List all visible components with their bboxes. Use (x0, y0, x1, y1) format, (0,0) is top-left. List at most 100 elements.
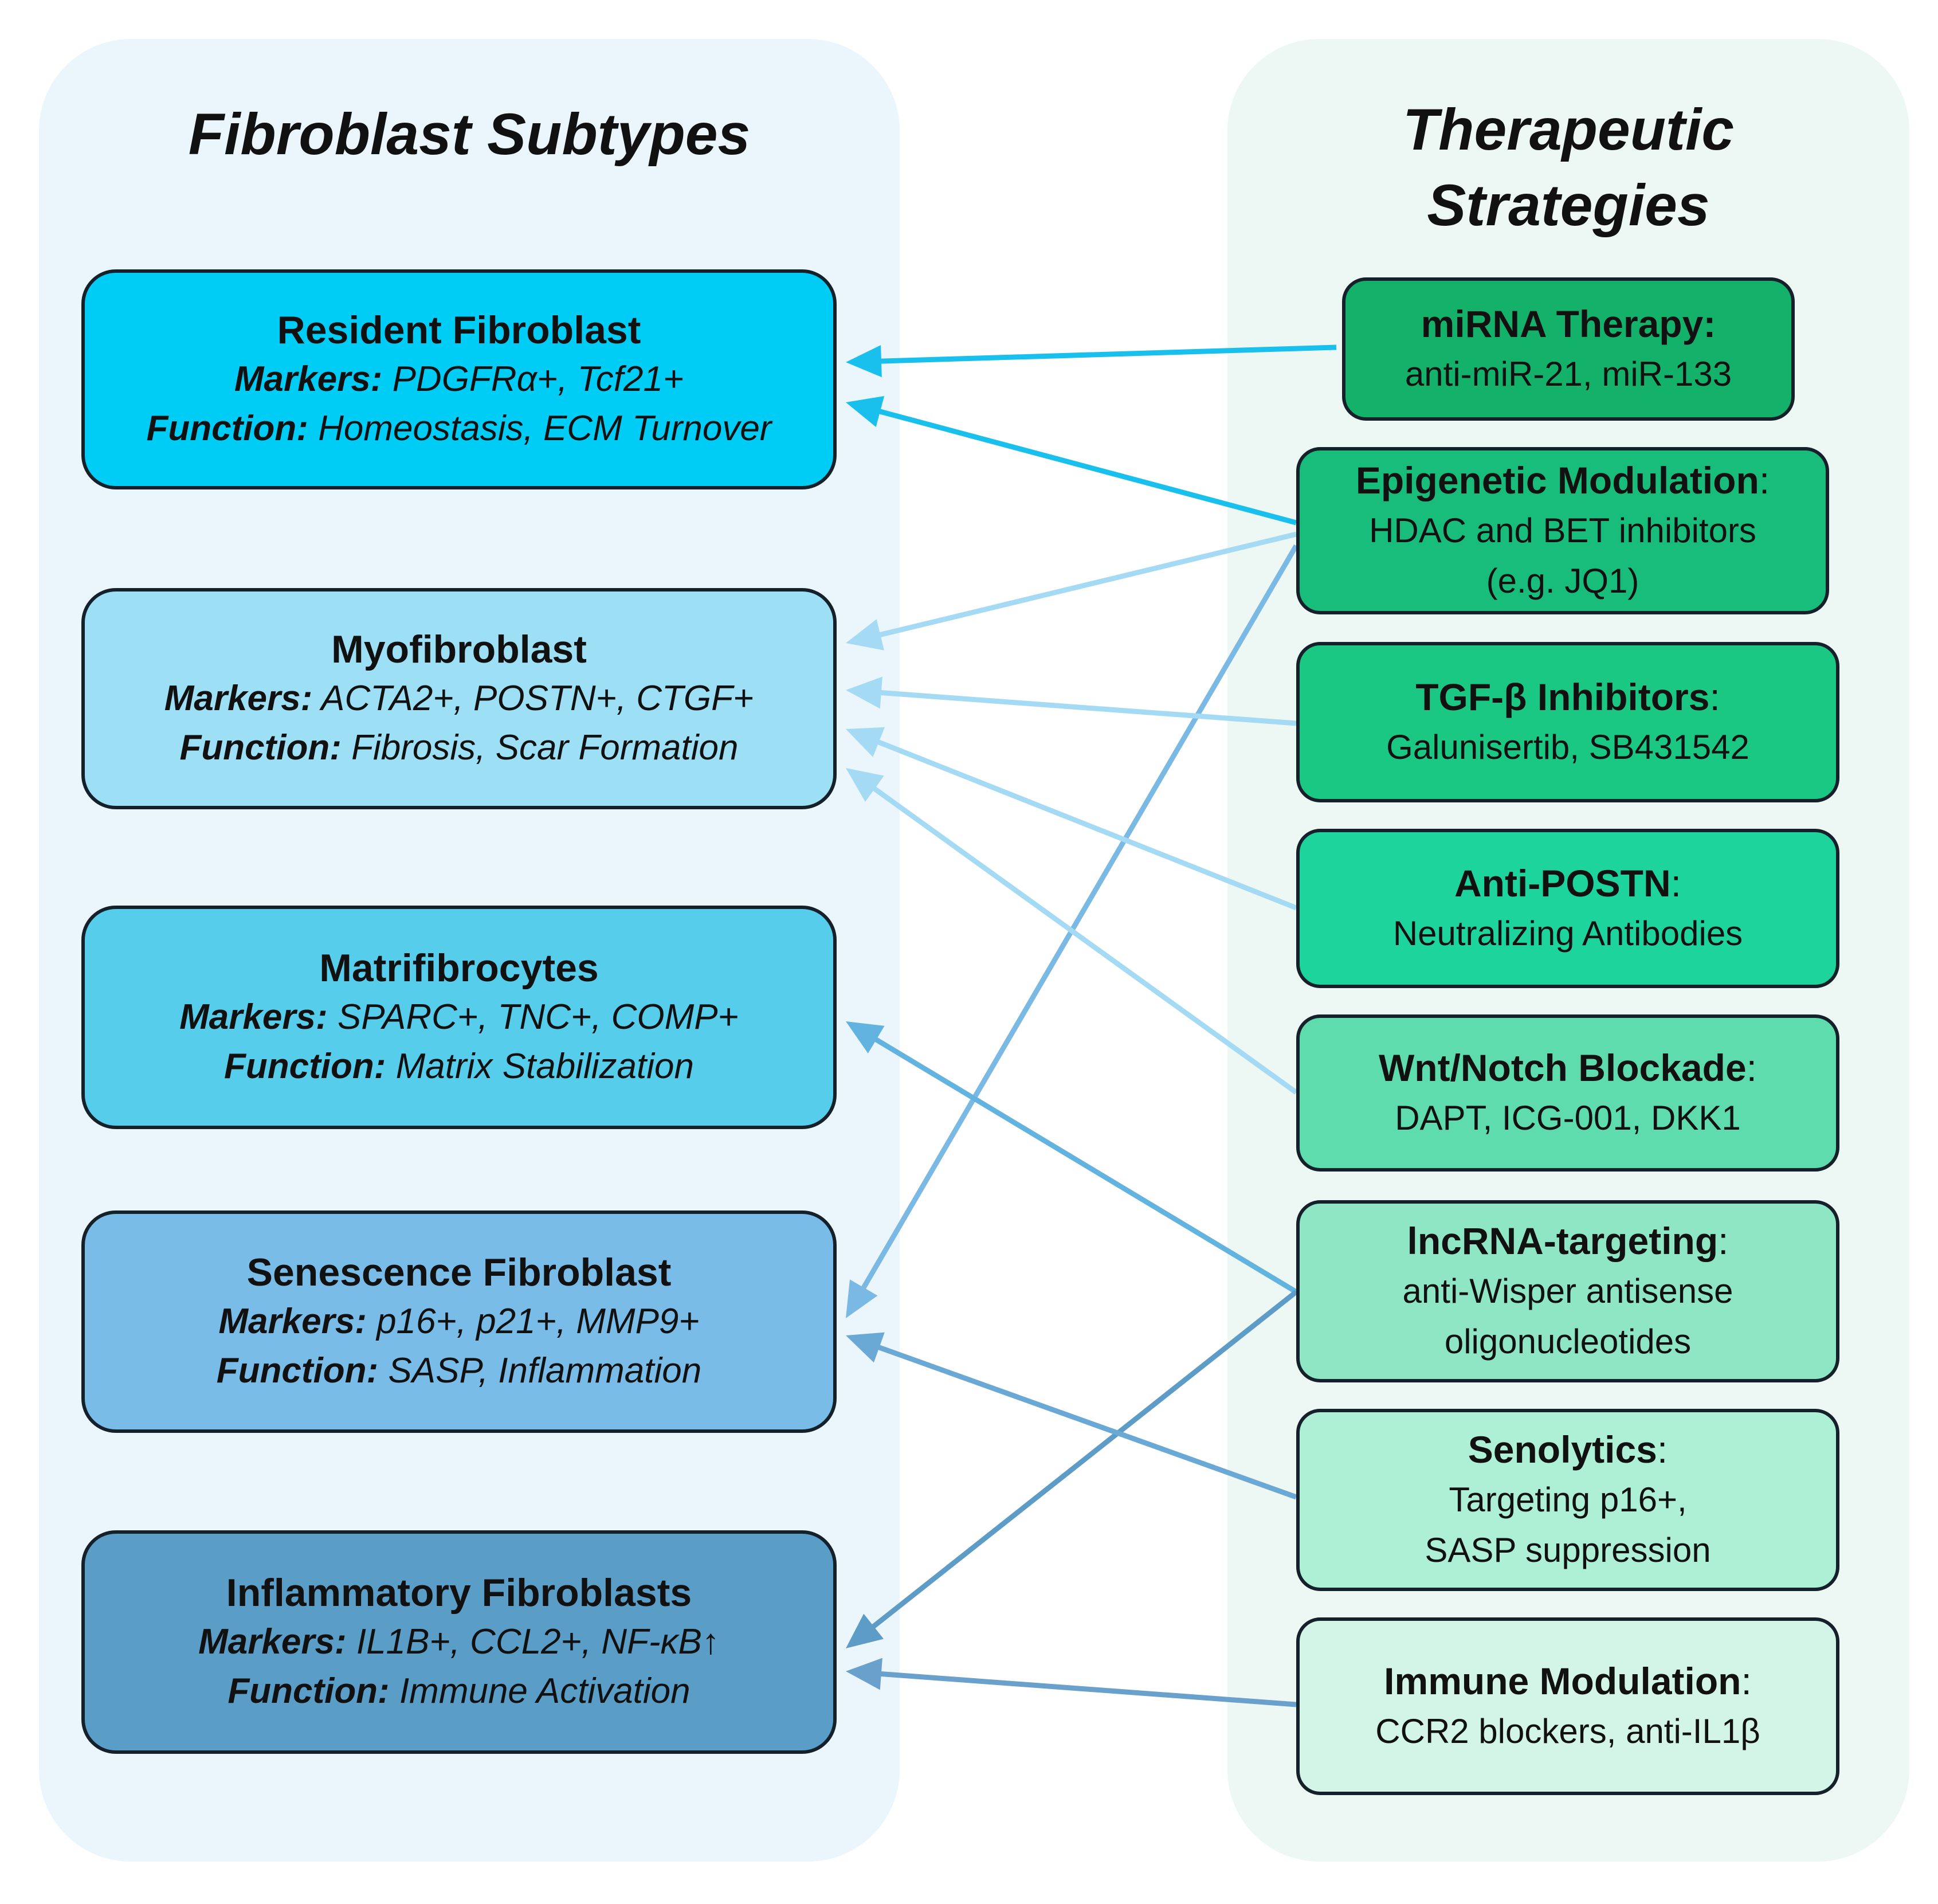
function-value: SASP, Inflammation (388, 1351, 702, 1390)
subtype-function: Function: SASP, Inflammation (217, 1346, 701, 1396)
therapy-name-colon: : (1746, 1047, 1757, 1089)
connector-line (860, 544, 1298, 1291)
subtype-markers: Markers: p16+, p21+, MMP9+ (218, 1297, 699, 1346)
function-value: Homeostasis, ECM Turnover (318, 409, 772, 448)
therapy-name: Senolytics: (1468, 1424, 1668, 1475)
therapy-name-text: Senolytics (1468, 1428, 1657, 1471)
connector-arrowhead (846, 676, 882, 709)
therapies-panel-title: Therapeutic Strategies (1227, 92, 1909, 243)
therapy-box-mirna-therapy: miRNA Therapy: anti-miR-21, miR-133 (1342, 277, 1795, 421)
therapy-name: lncRNA-targeting: (1407, 1216, 1728, 1266)
connector-arrowhead (846, 619, 884, 651)
therapy-name: Epigenetic Modulation: (1356, 455, 1770, 506)
function-label: Function: (227, 1671, 390, 1711)
function-label: Function: (179, 728, 342, 767)
connector-line (877, 408, 1297, 526)
therapy-name-colon: : (1657, 1428, 1668, 1471)
connector-line (878, 689, 1297, 726)
markers-value: PDGFRα+, Tcf21+ (392, 359, 684, 399)
therapy-box-wnt-notch-blockade: Wnt/Notch Blockade: DAPT, ICG-001, DKK1 (1296, 1014, 1839, 1172)
subtypes-panel-title: Fibroblast Subtypes (188, 101, 751, 167)
therapy-name-text: lncRNA-targeting (1407, 1220, 1719, 1262)
subtype-name: Myofibroblast (331, 628, 587, 671)
markers-value: p16+, p21+, MMP9+ (376, 1302, 700, 1341)
therapy-name: Anti-POSTN: (1454, 858, 1681, 908)
connector-arrowhead (846, 345, 882, 378)
markers-value: SPARC+, TNC+, COMP+ (337, 997, 739, 1037)
connector-line (876, 1344, 1297, 1500)
markers-label: Markers: (234, 359, 383, 399)
markers-label: Markers: (198, 1622, 347, 1662)
connector-line (871, 785, 1298, 1095)
connector-line (873, 1036, 1298, 1294)
subtype-markers: Markers: PDGFRα+, Tcf21+ (234, 355, 684, 404)
therapy-box-immune-modulation: Immune Modulation: CCR2 blockers, anti-I… (1296, 1617, 1839, 1795)
function-label: Function: (146, 409, 308, 448)
subtype-function: Function: Matrix Stabilization (224, 1042, 694, 1091)
connector-line (877, 531, 1297, 638)
subtype-name: Senescence Fibroblast (246, 1251, 672, 1294)
subtype-box-inflammatory-fibroblasts: Inflammatory Fibroblasts Markers: IL1B+,… (81, 1530, 837, 1754)
connector-line (876, 739, 1297, 911)
subtype-box-myofibroblast: Myofibroblast Markers: ACTA2+, POSTN+, C… (81, 588, 837, 809)
connector-arrowhead (846, 1332, 885, 1363)
markers-label: Markers: (179, 997, 328, 1037)
therapy-desc: Neutralizing Antibodies (1392, 914, 1743, 953)
therapy-name-text: Immune Modulation (1384, 1660, 1741, 1702)
connector-arrowhead (846, 1613, 884, 1648)
connector-line (878, 1671, 1297, 1707)
subtype-box-matrifibrocytes: Matrifibrocytes Markers: SPARC+, TNC+, C… (81, 906, 837, 1129)
therapy-desc: anti-Wisper antisense (1402, 1272, 1733, 1310)
subtype-markers: Markers: SPARC+, TNC+, COMP+ (179, 993, 739, 1042)
therapy-desc: SASP suppression (1425, 1531, 1711, 1569)
connector-arrowhead (846, 768, 884, 802)
therapy-desc: (e.g. JQ1) (1486, 562, 1639, 600)
subtype-name: Resident Fibroblast (277, 308, 641, 352)
therapy-name-text: Epigenetic Modulation (1355, 459, 1759, 502)
therapy-box-tgf-beta-inhibitors: TGF-β Inhibitors: Galunisertib, SB431542 (1296, 642, 1839, 802)
therapy-name: Wnt/Notch Blockade: (1379, 1043, 1757, 1093)
connector-line (878, 344, 1337, 364)
therapy-box-anti-postn: Anti-POSTN: Neutralizing Antibodies (1296, 829, 1839, 988)
therapy-desc: CCR2 blockers, anti-IL1β (1375, 1712, 1760, 1750)
therapy-name-colon: : (1670, 862, 1681, 904)
therapy-desc: HDAC and BET inhibitors (1369, 511, 1756, 550)
markers-label: Markers: (164, 679, 313, 718)
therapy-box-epigenetic-modulation: Epigenetic Modulation: HDAC and BET inhi… (1296, 447, 1829, 614)
subtype-name: Matrifibrocytes (319, 946, 599, 990)
therapy-desc: anti-miR-21, miR-133 (1405, 355, 1732, 393)
subtype-function: Function: Immune Activation (227, 1667, 690, 1716)
subtype-function: Function: Homeostasis, ECM Turnover (147, 404, 772, 453)
subtype-function: Function: Fibrosis, Scar Formation (180, 723, 739, 773)
function-value: Matrix Stabilization (395, 1047, 694, 1086)
function-value: Fibrosis, Scar Formation (351, 728, 739, 767)
therapy-box-lncrna-targeting: lncRNA-targeting: anti-Wisper antisense … (1296, 1200, 1839, 1382)
therapies-title-line-1: Therapeutic (1402, 97, 1735, 162)
therapy-name-text: miRNA Therapy: (1421, 303, 1716, 345)
therapy-name-text: Wnt/Notch Blockade (1378, 1047, 1747, 1089)
therapy-name: miRNA Therapy: (1421, 299, 1716, 349)
markers-label: Markers: (218, 1302, 367, 1341)
therapy-name-text: TGF-β Inhibitors (1415, 676, 1710, 718)
function-label: Function: (216, 1351, 379, 1390)
therapy-name-colon: : (1709, 676, 1720, 718)
therapy-name: Immune Modulation: (1384, 1656, 1752, 1706)
therapy-name-text: Anti-POSTN (1454, 862, 1671, 904)
connector-line (870, 1290, 1298, 1630)
subtype-name: Inflammatory Fibroblasts (226, 1571, 692, 1615)
therapy-desc: Galunisertib, SB431542 (1386, 728, 1749, 766)
therapies-title-line-2: Strategies (1427, 173, 1710, 238)
markers-value: ACTA2+, POSTN+, CTGF+ (321, 679, 754, 718)
therapy-name-colon: : (1741, 1660, 1752, 1702)
markers-value: IL1B+, CCL2+, NF-κB↑ (356, 1622, 720, 1662)
subtype-markers: Markers: IL1B+, CCL2+, NF-κB↑ (198, 1617, 720, 1667)
therapy-name-colon: : (1718, 1220, 1729, 1262)
connector-arrowhead (846, 727, 885, 757)
therapy-desc: oligonucleotides (1444, 1322, 1692, 1361)
function-value: Immune Activation (399, 1671, 691, 1711)
subtype-box-senescence-fibroblast: Senescence Fibroblast Markers: p16+, p21… (81, 1210, 837, 1433)
connector-arrowhead (846, 1021, 885, 1053)
subtype-box-resident-fibroblast: Resident Fibroblast Markers: PDGFRα+, Tc… (81, 269, 837, 489)
connector-arrowhead (846, 395, 885, 428)
